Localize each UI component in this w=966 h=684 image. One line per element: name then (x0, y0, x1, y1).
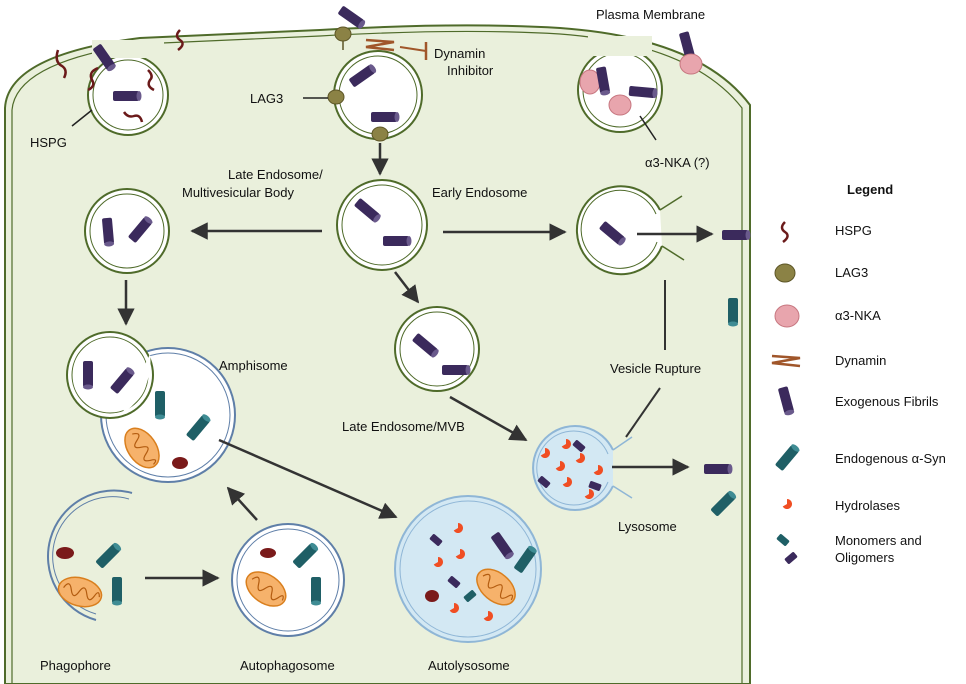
plasma-membrane-inner (11, 30, 743, 684)
hspg-endocytosis-vesicle (87, 40, 169, 136)
phagophore (47, 489, 133, 621)
legend-title: Legend (847, 182, 893, 197)
a3-nka-label: α3-NKA (?) (645, 155, 710, 170)
pathway-arrows (117, 143, 714, 587)
lag3-label: LAG3 (250, 91, 283, 106)
late-endosome-label-line2: Multivesicular Body (182, 185, 294, 200)
plasma-membrane-label: Plasma Membrane (596, 7, 705, 22)
legend-label-lag3: LAG3 (835, 265, 868, 280)
legend-label-hspg: HSPG (835, 223, 872, 238)
hydrolase-icon (782, 498, 793, 509)
hspg-label: HSPG (30, 135, 67, 150)
lag3-icon (774, 263, 796, 283)
legend-label-dynamin: Dynamin (835, 353, 886, 368)
a3-nka-endocytosis-vesicle (577, 36, 663, 133)
exogenous-fibril-icon (777, 386, 795, 417)
rupture-line-lower (625, 387, 661, 438)
a3-nka-icon (774, 304, 800, 328)
autolysosome-label: Autolysosome (428, 658, 510, 673)
early-endosome (336, 179, 428, 271)
dynamin-ring (365, 38, 395, 52)
ruptured-vesicle (575, 185, 685, 276)
late-endosome-label-line1: Late Endosome/ (228, 167, 323, 182)
dynamin-inhibitor-label-line2: Inhibitor (447, 63, 494, 78)
hspg-icon (780, 221, 789, 243)
legend-label-a3-nka: α3-NKA (835, 308, 881, 323)
dynamin-inhibitor-label-line1: Dynamin (434, 46, 485, 61)
autolysosome (394, 495, 542, 643)
legend-label-exogenous-fibrils: Exogenous Fibrils (835, 394, 939, 409)
amphisome-label: Amphisome (219, 358, 288, 373)
amphisome (66, 331, 236, 483)
autophagosome-label: Autophagosome (240, 658, 335, 673)
late-endosome-mvb-top (84, 188, 170, 274)
late-endosome-mvb-label: Late Endosome/MVB (342, 419, 465, 434)
legend-label-monomers-line1: Monomers and (835, 533, 922, 548)
vesicle-rupture-label: Vesicle Rupture (610, 361, 701, 376)
late-endosome-mvb-middle (394, 306, 480, 392)
lysosome-label: Lysosome (618, 519, 677, 534)
monomer-oligomer-icon (776, 533, 798, 565)
legend-label-hydrolases: Hydrolases (835, 498, 901, 513)
autophagosome (231, 523, 345, 637)
endogenous-asyn-icon (774, 442, 801, 472)
phagophore-label: Phagophore (40, 658, 111, 673)
legend-label-endogenous-asyn: Endogenous α-Syn (835, 451, 946, 466)
legend-label-monomers-line2: Oligomers (835, 550, 895, 565)
legend: Legend HSPG LAG3 α3-NKA Dynamin Exogenou… (771, 182, 946, 565)
dynamin-icon (771, 354, 801, 368)
lag3-endocytosis-vesicle (327, 50, 423, 142)
lysosome (532, 425, 633, 511)
early-endosome-label: Early Endosome (432, 185, 527, 200)
